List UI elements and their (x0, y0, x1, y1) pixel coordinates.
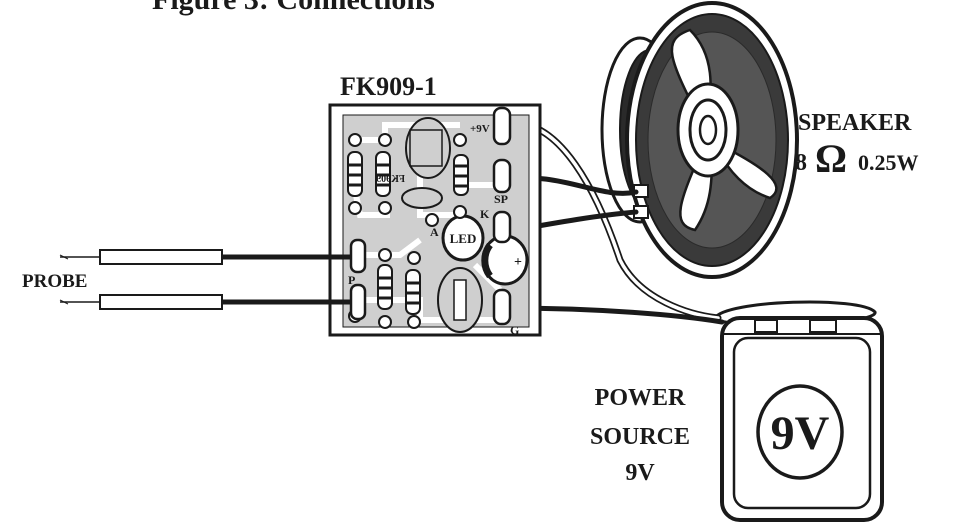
pad-label-sp: SP (494, 192, 508, 206)
probe-2-handle (99, 294, 223, 310)
pcb-component-oval (401, 187, 443, 209)
pad-label-p: P (348, 273, 355, 287)
pin-probe-1 (349, 238, 367, 274)
pcb-silk-mirrored: FK909 (376, 174, 405, 185)
probe-label: PROBE (22, 271, 87, 292)
speaker (600, 1, 799, 279)
pcb-header-pins (349, 106, 512, 326)
battery-terminal-negative (809, 319, 837, 333)
pin-sp (492, 158, 512, 194)
pin-probe-2 (349, 283, 367, 321)
pcb-transistor-1 (405, 117, 451, 179)
battery-inner-outline (732, 336, 872, 510)
wire-9v (500, 121, 720, 320)
pad-label-a: A (430, 225, 439, 239)
battery-badge (756, 384, 844, 480)
pad-label-g: G (510, 323, 519, 337)
pad-label-k: K (480, 207, 490, 221)
speaker-center (698, 114, 718, 146)
speaker-power-rating: 0.25W (858, 150, 919, 175)
pcb-board: LED + +9V SP K A P G F (328, 103, 542, 337)
pin-9v (492, 106, 512, 146)
pin-k (492, 210, 512, 244)
power-label-line1: POWER (595, 385, 686, 411)
speaker-label: SPEAKER (798, 110, 912, 136)
board-name: FK909-1 (340, 72, 437, 101)
figure-title: Figure 3: Connections (152, 0, 435, 16)
power-label-line2: SOURCE (590, 424, 690, 450)
pcb-resistors (347, 151, 469, 315)
cap-plus: + (514, 255, 522, 270)
pin-g (492, 288, 512, 326)
probe-1-handle (99, 249, 223, 265)
power-label-line3: 9V (625, 460, 655, 486)
led-label: LED (450, 231, 477, 246)
battery-terminal-positive (754, 319, 778, 333)
battery-label: 9V (771, 407, 830, 460)
speaker-ohm-symbol: Ω (815, 136, 847, 181)
probes (59, 249, 352, 310)
speaker-ohm-value: 8 (795, 150, 807, 176)
pad-label-9v: +9V (470, 123, 490, 135)
battery-9v: 9V (713, 300, 884, 522)
